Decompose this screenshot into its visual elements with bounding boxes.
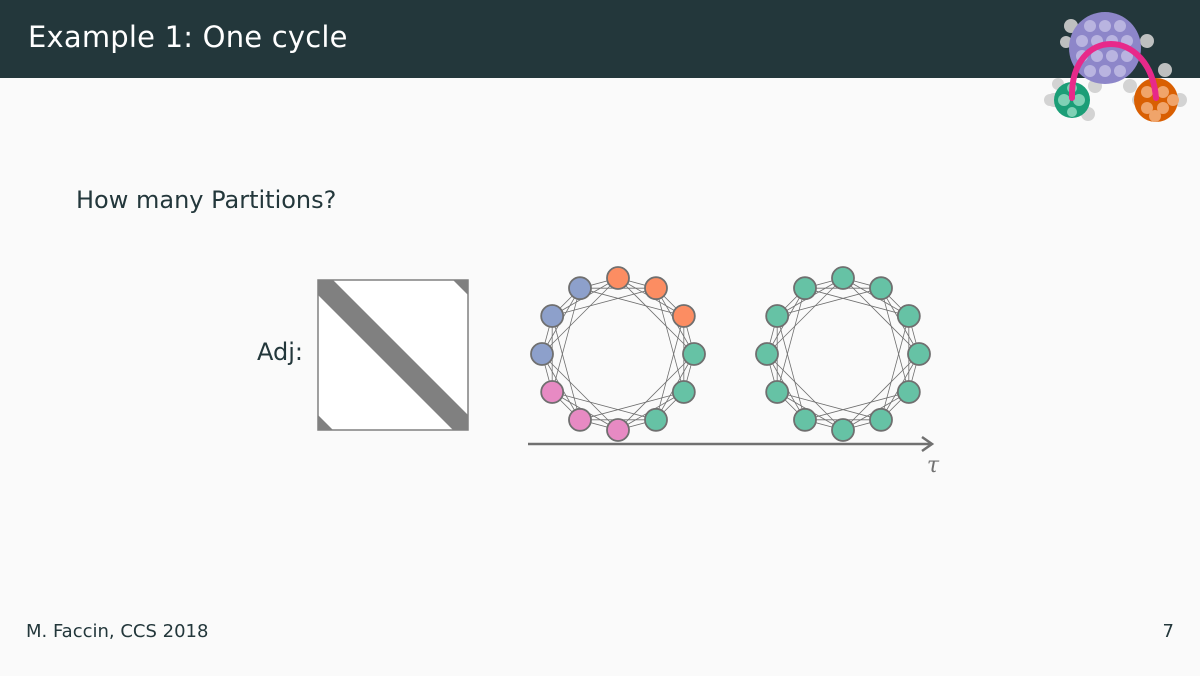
graph-node: [540, 380, 565, 404]
graph-edge: [766, 353, 844, 431]
slide-title: Example 1: One cycle: [28, 20, 348, 54]
graph-node: [568, 407, 592, 432]
graph-edge: [776, 315, 806, 420]
graph-node: [765, 304, 790, 328]
graph-edge: [776, 288, 806, 393]
graph-node: [671, 380, 696, 404]
graph-edge: [541, 353, 619, 431]
graph-edge: [655, 288, 685, 393]
graph-node: [869, 407, 893, 432]
graph-node: [540, 304, 565, 328]
graph-edge: [551, 315, 581, 420]
graph-node: [755, 342, 779, 366]
graph-node: [682, 342, 706, 366]
question-text: How many Partitions?: [76, 186, 337, 214]
tau-axis-arrowhead: [921, 435, 935, 453]
graph-node: [671, 304, 696, 328]
graph-edge: [777, 287, 882, 317]
footer-author: M. Faccin, CCS 2018: [26, 621, 209, 642]
graph-node: [793, 407, 817, 432]
graph-node: [869, 276, 893, 301]
graph-node: [765, 380, 790, 404]
cycle-graph-left: [530, 266, 706, 442]
graph-edge: [579, 287, 684, 317]
tau-axis-label: τ: [927, 453, 940, 478]
graph-node: [606, 266, 630, 290]
graph-edge: [880, 315, 910, 420]
graph-node: [568, 276, 592, 301]
adjacency-matrix: [317, 279, 469, 431]
graph-edge: [842, 277, 920, 355]
page-number: 7: [1162, 621, 1174, 642]
graph-node: [644, 276, 668, 301]
graph-edge: [551, 288, 581, 393]
graph-edge: [541, 277, 619, 355]
graph-edge: [579, 391, 684, 421]
graph-node: [644, 407, 668, 432]
graph-node: [530, 342, 554, 366]
graph-node: [831, 418, 855, 442]
header-bar: Example 1: One cycle: [0, 0, 1200, 122]
graph-edge: [766, 277, 844, 355]
graph-edge: [617, 353, 695, 431]
graph-edge: [804, 391, 909, 421]
graph-edge: [552, 391, 657, 421]
graph-node: [907, 342, 931, 366]
community-logo-icon: [1044, 12, 1187, 122]
graph-edge: [880, 288, 910, 393]
graph-edge: [552, 287, 657, 317]
graph-node: [831, 266, 855, 290]
graph-edge: [617, 277, 695, 355]
graph-node: [896, 304, 921, 328]
graph-edge: [655, 315, 685, 420]
graph-node: [793, 276, 817, 301]
adjacency-label: Adj:: [257, 338, 303, 366]
graph-edge: [842, 353, 920, 431]
cycle-graphs: τ: [528, 266, 940, 478]
graph-edge: [804, 287, 909, 317]
graph-node: [896, 380, 921, 404]
graph-edge: [777, 391, 882, 421]
cycle-graph-right: [755, 266, 931, 442]
graph-node: [606, 418, 630, 442]
